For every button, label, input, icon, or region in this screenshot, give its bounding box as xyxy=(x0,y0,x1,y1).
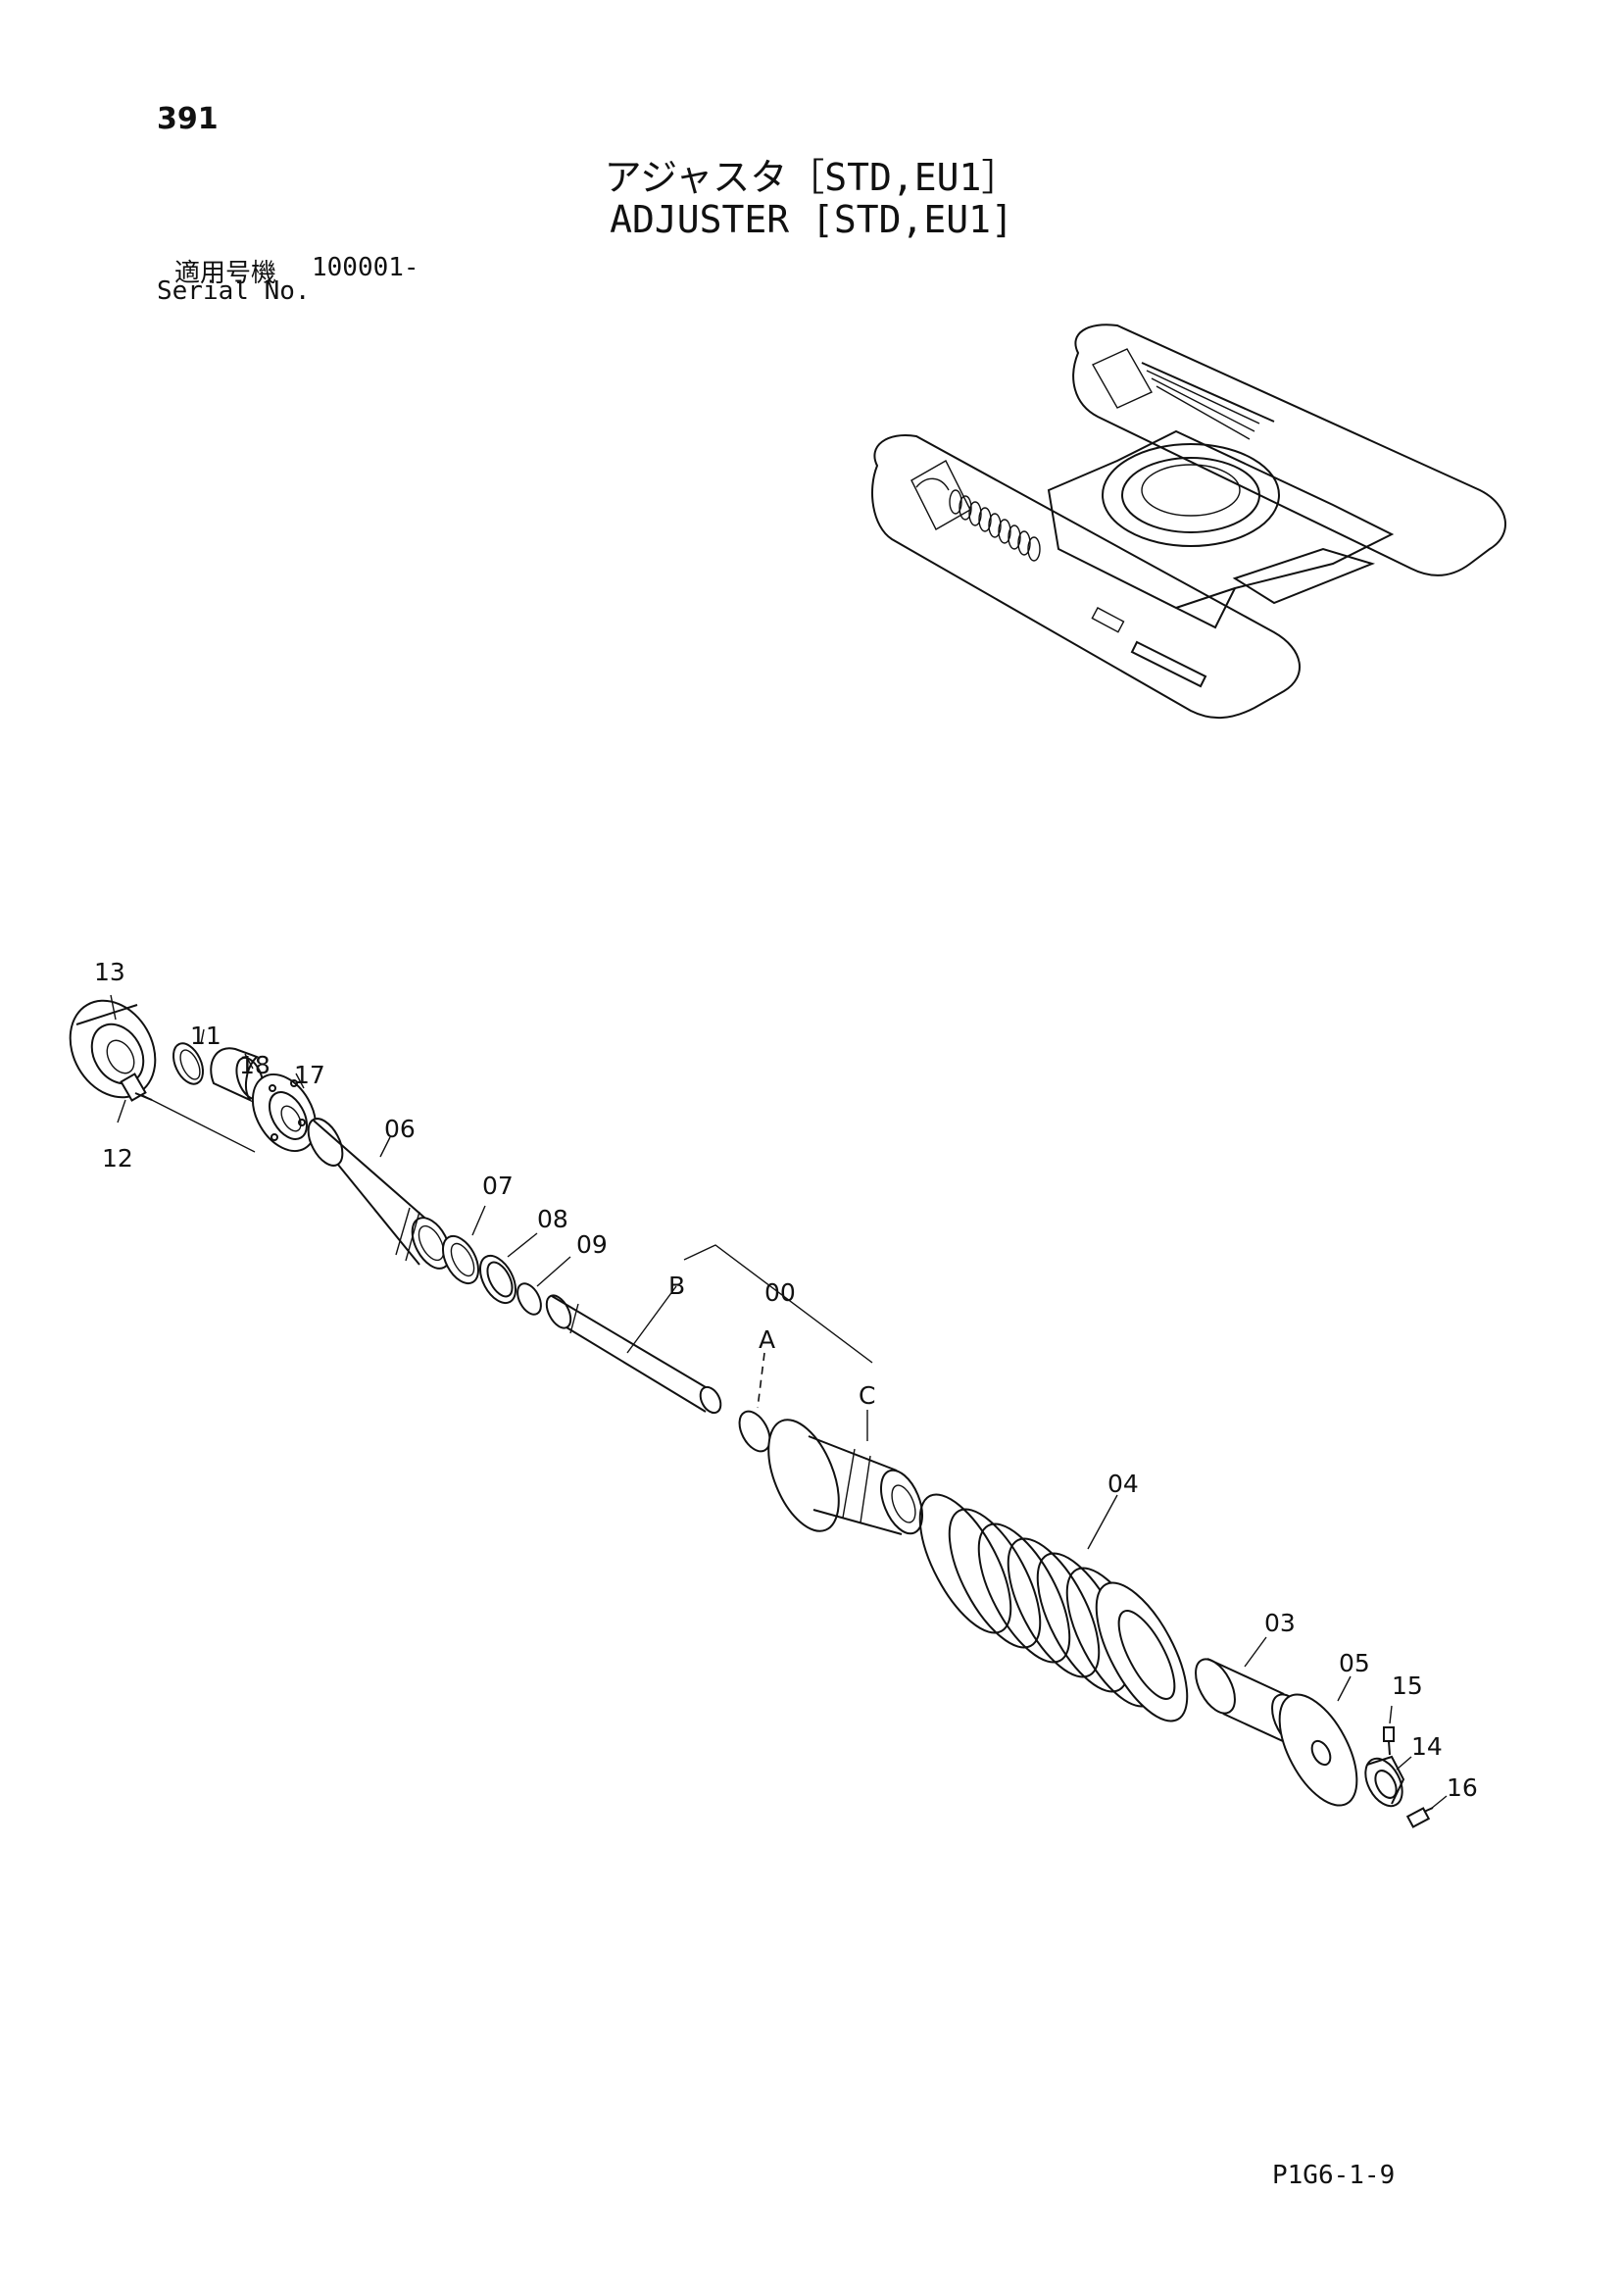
part-13-yoke xyxy=(69,999,157,1099)
serial-value: 100001- xyxy=(312,253,419,282)
part-b-rod xyxy=(545,1294,722,1415)
serial-label-english: Serial No. xyxy=(157,276,311,306)
assembly-axis-line xyxy=(131,1089,256,1153)
undercarriage-overview-illustration xyxy=(871,324,1506,720)
callout-17: 17 xyxy=(294,1061,325,1089)
callout-18: 18 xyxy=(239,1051,270,1079)
callout-09: 09 xyxy=(576,1230,608,1259)
callout-15: 15 xyxy=(1392,1672,1423,1700)
callout-04: 04 xyxy=(1107,1470,1139,1498)
callout-16: 16 xyxy=(1447,1773,1478,1802)
part-c-piston xyxy=(767,1419,923,1535)
part-05-plate xyxy=(1278,1693,1358,1807)
callout-00: 00 xyxy=(764,1278,796,1307)
part-08-seal xyxy=(478,1254,517,1305)
part-15-grease-fitting xyxy=(1383,1726,1395,1756)
serial-label-japanese: 適用号機 xyxy=(174,259,277,288)
callout-05: 05 xyxy=(1339,1649,1370,1677)
page-number: 391 xyxy=(157,102,219,136)
callout-06: 06 xyxy=(384,1115,416,1143)
page-title-english: ADJUSTER [STD,EU1] xyxy=(610,198,1013,241)
part-12-bolt xyxy=(120,1073,153,1102)
callout-11: 11 xyxy=(190,1022,221,1050)
part-14-valve xyxy=(1364,1755,1405,1808)
part-07-ring xyxy=(441,1234,480,1285)
callout-07: 07 xyxy=(482,1172,514,1200)
assembly-00-bracket xyxy=(683,1244,873,1364)
callout-14: 14 xyxy=(1411,1732,1443,1761)
part-a-o-ring xyxy=(738,1410,771,1453)
part-09-snap-ring xyxy=(516,1282,542,1316)
callout-c: C xyxy=(859,1381,875,1410)
part-17-nut xyxy=(251,1073,318,1152)
callout-03: 03 xyxy=(1264,1609,1296,1637)
callout-08: 08 xyxy=(537,1205,568,1233)
callout-a: A xyxy=(759,1325,775,1354)
part-06-cylinder xyxy=(307,1118,452,1270)
callout-b: B xyxy=(668,1272,685,1300)
part-16-plug xyxy=(1405,1807,1434,1828)
page-code: P1G6-1-9 xyxy=(1272,2161,1396,2190)
part-04-spring xyxy=(918,1493,1189,1722)
part-11-ring xyxy=(172,1042,205,1085)
callout-13: 13 xyxy=(94,958,125,986)
callout-12: 12 xyxy=(102,1144,133,1173)
page-title-japanese: アジャスタ［STD,EU1］ xyxy=(604,156,1019,199)
